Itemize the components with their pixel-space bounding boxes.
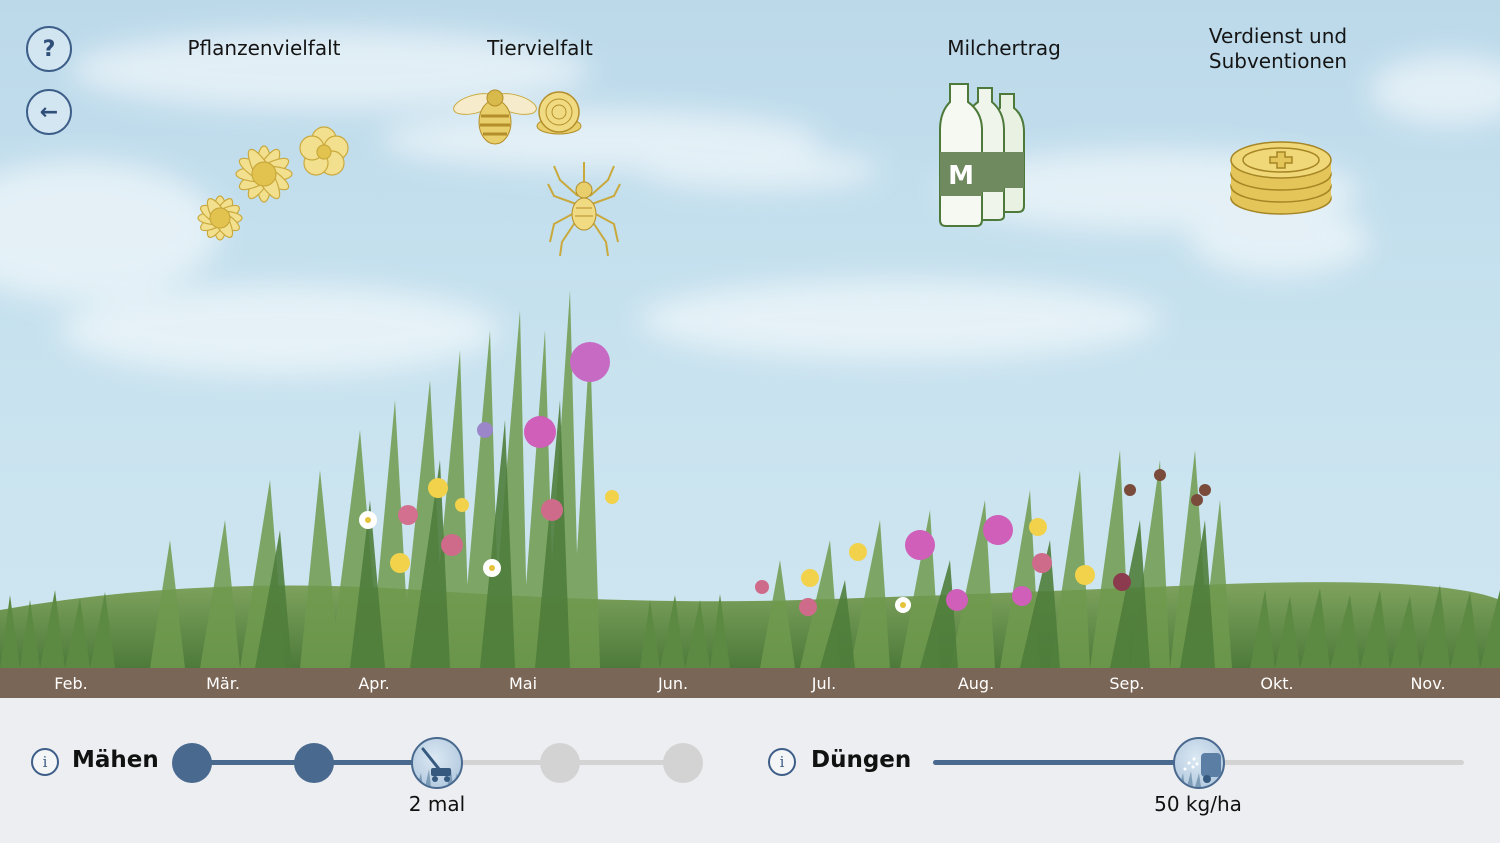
fertilizing-value: 50 kg/ha — [1154, 792, 1242, 816]
fertilizing-label: Düngen — [811, 747, 912, 773]
mowing-info-button[interactable]: i — [31, 748, 59, 776]
month-label: Okt. — [1260, 674, 1294, 693]
wildflowers-left — [359, 342, 619, 577]
mowing-step-4[interactable] — [663, 743, 703, 783]
indicator-income-label: Verdienst und Subventionen — [1168, 24, 1388, 74]
month-timeline: Feb. Mär. Apr. Mai Jun. Jul. Aug. Sep. O… — [0, 668, 1500, 698]
month-label: Feb. — [54, 674, 88, 693]
indicator-plant-diversity-label: Pflanzenvielfalt — [187, 36, 341, 60]
month-label: Aug. — [957, 674, 995, 693]
flowers-icon — [197, 126, 349, 241]
month-label: Jul. — [811, 674, 837, 693]
month-label: Apr. — [358, 674, 390, 693]
mowing-step-0[interactable] — [172, 743, 212, 783]
month-label: Jun. — [657, 674, 689, 693]
milk-bottles-icon: M — [939, 83, 1025, 227]
back-button[interactable]: ← — [26, 89, 72, 135]
back-arrow-icon: ← — [39, 99, 59, 125]
month-label: Mai — [508, 674, 538, 693]
mowing-value: 2 mal — [408, 792, 466, 816]
info-icon: i — [42, 753, 48, 771]
spider-icon — [547, 162, 621, 257]
month-label: Nov. — [1410, 674, 1446, 693]
mowing-slider-thumb[interactable] — [411, 737, 463, 789]
controls-panel: i Mähen 2 mal i Düngen 50 kg/ha — [0, 698, 1500, 843]
coins-icon — [1230, 141, 1332, 215]
info-icon: i — [779, 753, 785, 771]
mower-icon — [417, 747, 459, 787]
help-icon: ? — [42, 36, 56, 62]
mowing-step-3[interactable] — [540, 743, 580, 783]
sky-and-meadow-illustration — [0, 30, 1500, 668]
fertilizing-slider-thumb[interactable] — [1172, 737, 1225, 789]
month-label: Mär. — [206, 674, 240, 693]
fertilizing-track-active — [933, 760, 1199, 765]
bee-icon — [453, 89, 537, 145]
indicator-milk-yield-label: Milchertrag — [947, 36, 1061, 60]
month-label: Sep. — [1109, 674, 1145, 693]
fertilizing-info-button[interactable]: i — [768, 748, 796, 776]
clouds — [0, 30, 1500, 375]
milk-bottle-label: M — [948, 161, 974, 191]
indicator-income-line2: Subventionen — [1208, 49, 1348, 73]
snail-icon — [536, 91, 582, 135]
meadow-scene: Pflanzenvielfalt Tiervielfalt Milchertra… — [0, 0, 1500, 668]
mowing-label: Mähen — [72, 747, 159, 773]
mowing-step-1[interactable] — [294, 743, 334, 783]
indicator-animal-diversity-label: Tiervielfalt — [487, 36, 593, 60]
fertilizer-spreader-icon — [1178, 753, 1221, 787]
help-button[interactable]: ? — [26, 26, 72, 72]
wildflowers-right — [755, 469, 1211, 616]
indicator-income-line1: Verdienst und — [1208, 24, 1348, 48]
